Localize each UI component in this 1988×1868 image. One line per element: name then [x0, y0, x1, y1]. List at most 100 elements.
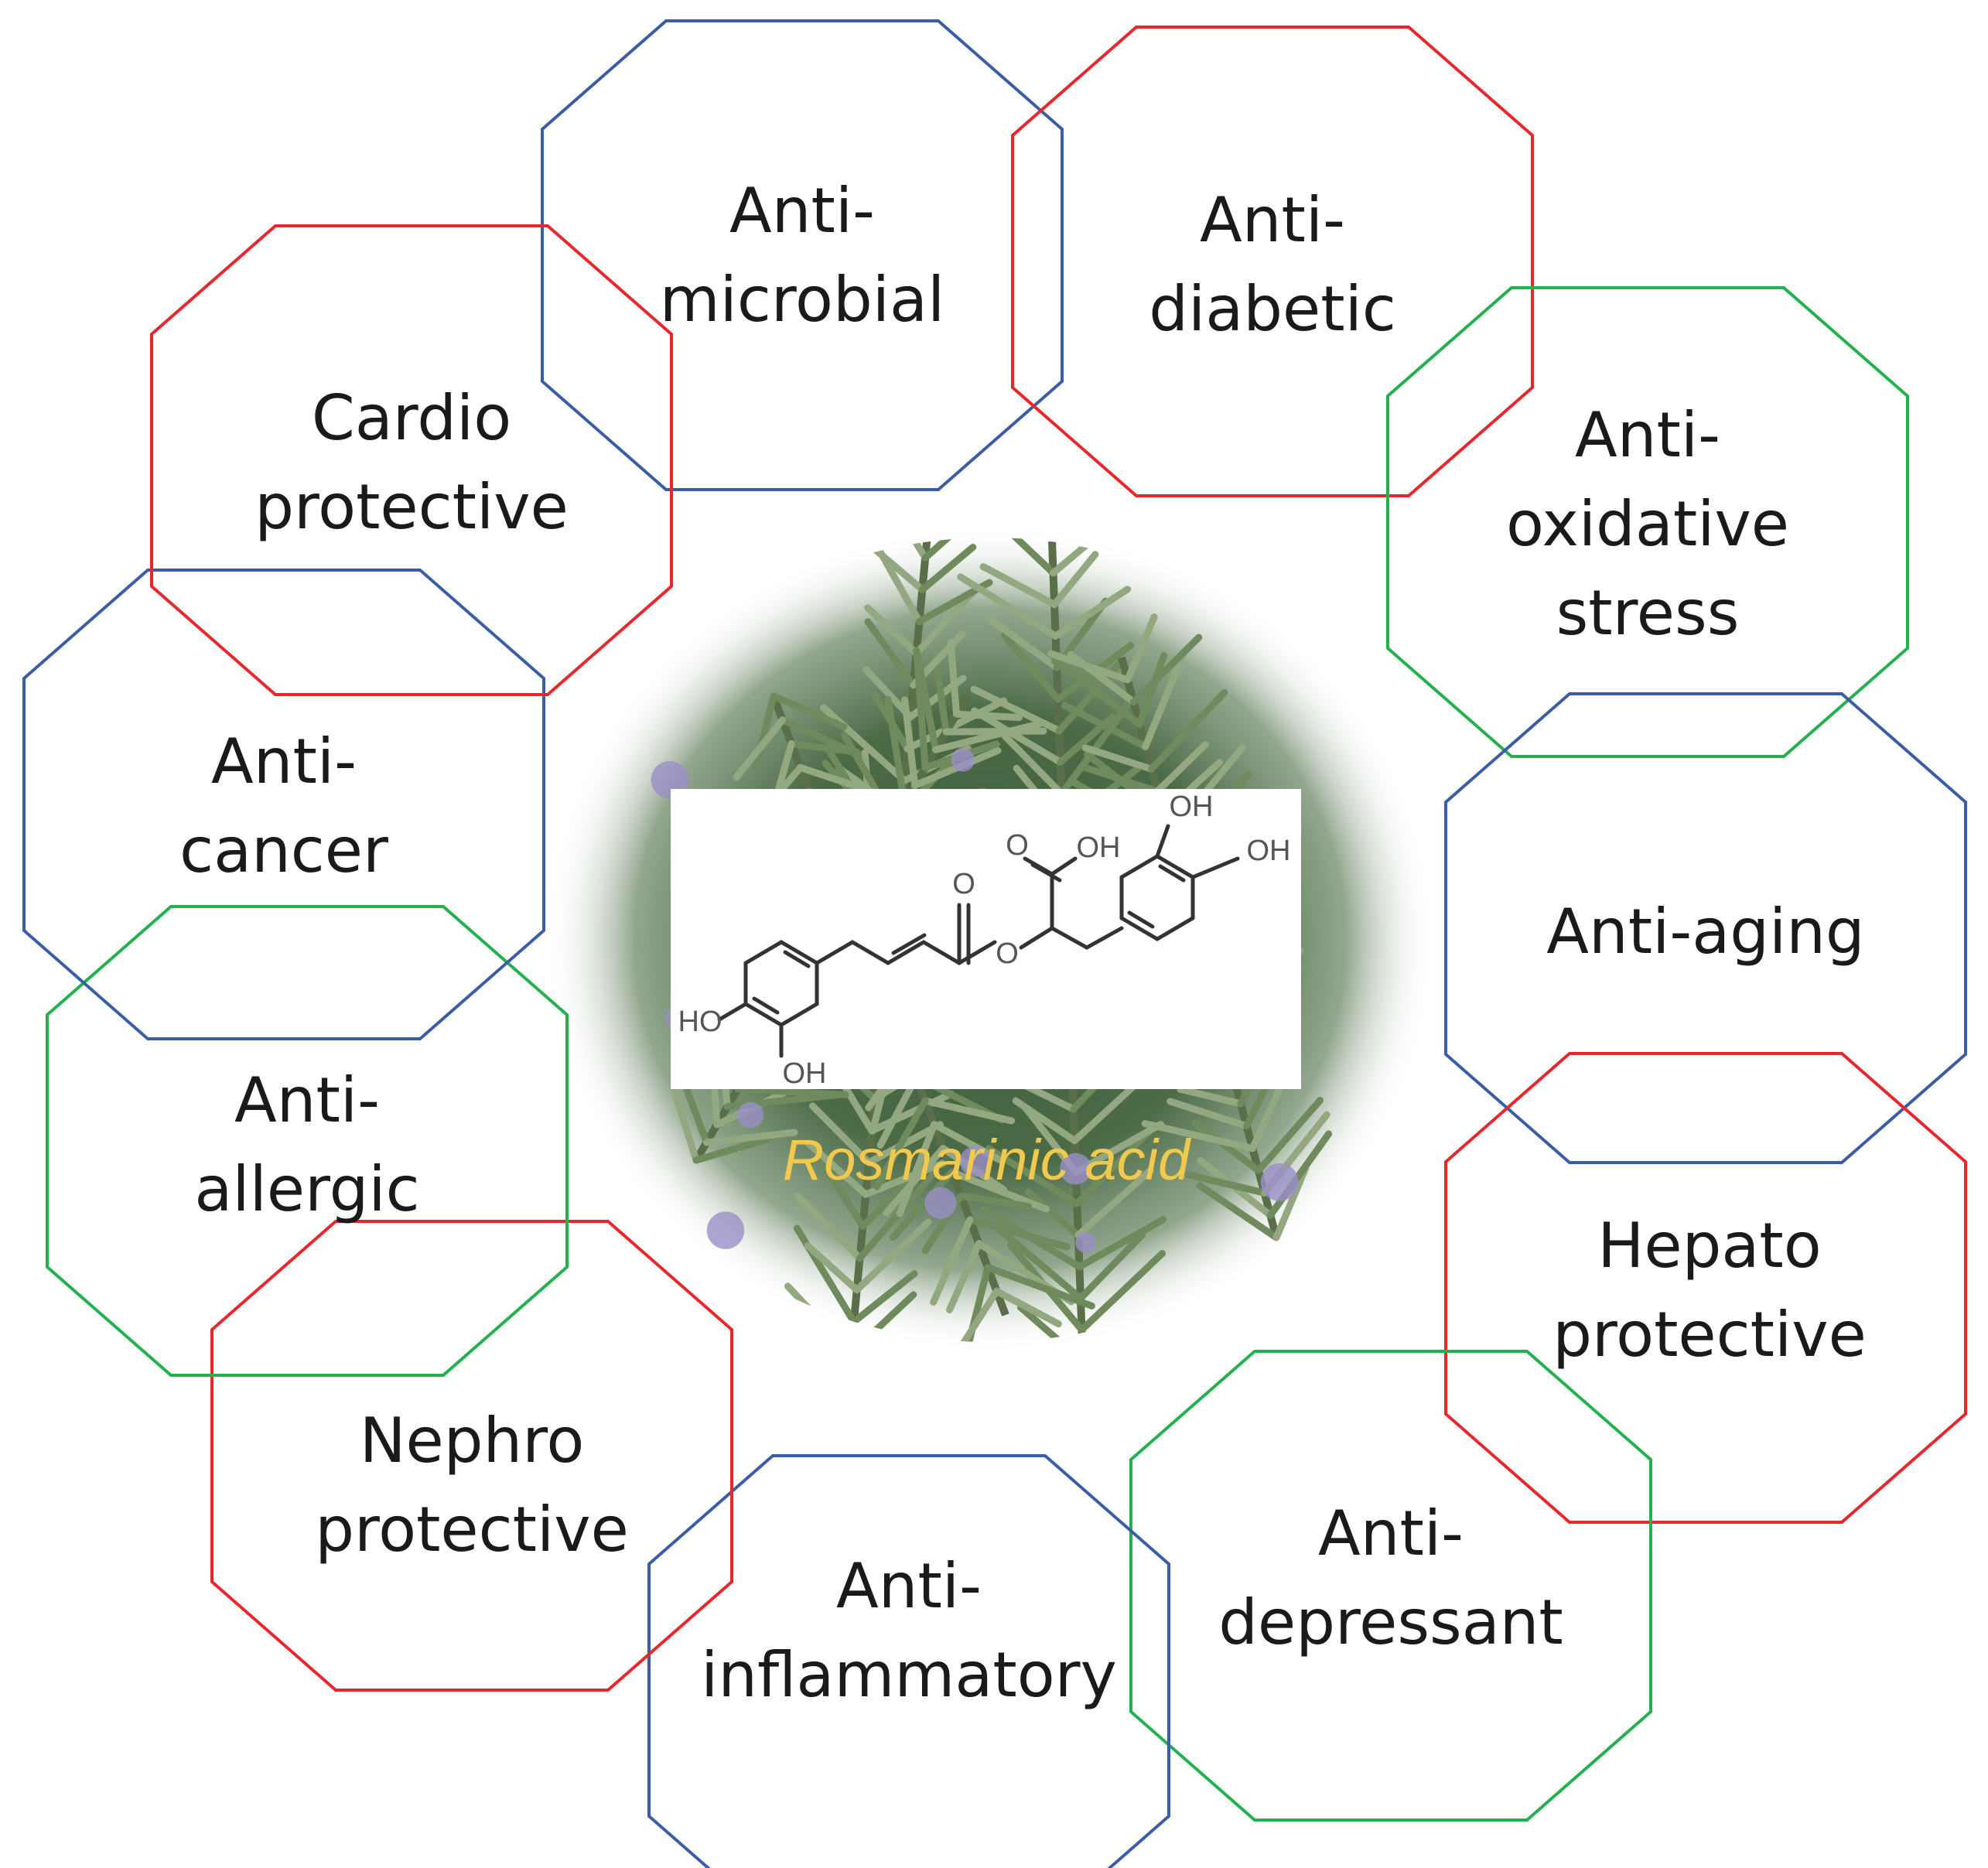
needle — [1081, 744, 1155, 773]
needle — [1077, 1231, 1146, 1302]
needle — [953, 710, 1023, 722]
flower — [706, 1211, 745, 1249]
flower — [737, 1101, 764, 1129]
octagon-anti-inflammatory — [647, 1454, 1170, 1868]
needle — [671, 1089, 700, 1164]
needle — [1184, 1171, 1269, 1197]
needle — [984, 1263, 1095, 1310]
needle — [1141, 1120, 1256, 1153]
needle — [947, 639, 961, 718]
needle — [966, 1216, 1071, 1251]
label-anti-oxidative-stress-line-1: Anti- — [1575, 399, 1720, 471]
carboxyl-o-label: O — [1006, 829, 1029, 862]
ester-link-o-label: O — [996, 937, 1019, 970]
flower — [951, 748, 975, 772]
needle — [887, 538, 929, 562]
needle — [809, 1102, 873, 1166]
needle — [971, 707, 1064, 766]
needle — [1142, 649, 1187, 750]
needle — [1012, 1097, 1078, 1145]
needle — [856, 1170, 938, 1262]
needle — [884, 695, 908, 807]
needle — [1196, 1182, 1280, 1241]
label-anti-depressant-line-2: depressant — [1218, 1586, 1563, 1658]
needle — [883, 1145, 947, 1217]
needle — [930, 1216, 974, 1306]
property-octagons: Anti-microbialAnti-diabeticAnti-oxidativ… — [22, 19, 1967, 1868]
needle — [1047, 650, 1132, 684]
ester-o-label: O — [952, 868, 975, 900]
needle — [820, 704, 908, 784]
needle — [957, 573, 1060, 640]
needle — [1255, 1097, 1324, 1174]
needle — [1081, 763, 1161, 795]
octagon-anti-diabetic — [1011, 26, 1534, 497]
needle — [1001, 732, 1065, 797]
needle — [1061, 702, 1149, 750]
octagon-anti-aging — [1444, 692, 1967, 1164]
needle — [864, 604, 921, 657]
needle — [794, 1192, 864, 1262]
label-cardio-protective-line-2: protective — [254, 471, 569, 543]
ho-left-label: HO — [678, 1006, 722, 1038]
label-anti-oxidative-stress-line-2: oxidative — [1506, 488, 1789, 560]
oh-right-label: OH — [1247, 835, 1291, 867]
octagon-anti-allergic — [46, 905, 569, 1377]
oh-top-label: OH — [1170, 791, 1214, 823]
needle — [1129, 633, 1203, 706]
node-anti-inflammatory: Anti-inflammatory — [647, 1454, 1170, 1868]
needle — [1071, 1083, 1136, 1145]
side-chain — [1019, 926, 1124, 950]
needle — [1147, 688, 1228, 773]
needle — [692, 1135, 772, 1164]
needle — [702, 1129, 798, 1146]
label-hepato-protective-line-1: Hepato — [1597, 1210, 1822, 1282]
needle — [985, 1145, 1081, 1207]
flower — [924, 1187, 957, 1219]
label-anti-microbial-line-1: Anti- — [729, 175, 875, 247]
needle — [890, 1168, 956, 1241]
needle — [1177, 1085, 1245, 1108]
needle — [896, 1121, 938, 1217]
needle — [966, 538, 1057, 577]
needle — [921, 1097, 1016, 1125]
compound-caption: Rosmarinic acid — [783, 1128, 1192, 1192]
label-anti-depressant-line-1: Anti- — [1318, 1497, 1464, 1569]
needle — [918, 543, 977, 593]
needle — [845, 538, 926, 593]
needle — [901, 696, 919, 789]
flower — [959, 1146, 991, 1177]
structure-panel — [671, 789, 1301, 1089]
needle — [979, 563, 1058, 609]
node-anti-cancer: Anti-cancer — [22, 569, 545, 1040]
needle — [913, 585, 980, 657]
needle — [945, 1240, 982, 1313]
needle — [1050, 551, 1099, 609]
needle — [986, 615, 1061, 671]
needle — [942, 727, 1047, 736]
node-anti-diabetic: Anti-diabetic — [1011, 26, 1534, 497]
needle — [948, 1168, 1050, 1213]
needle — [1001, 632, 1062, 703]
label-anti-diabetic-line-2: diabetic — [1149, 273, 1396, 345]
needle — [850, 1270, 918, 1326]
needle — [1017, 1303, 1087, 1342]
needle — [864, 618, 917, 689]
needle — [733, 716, 787, 781]
label-anti-allergic-line-1: Anti- — [234, 1064, 380, 1136]
flower — [1060, 1153, 1091, 1185]
octagon-nephro-protective — [210, 1220, 733, 1692]
node-anti-microbial: Anti-microbial — [541, 19, 1064, 491]
octagon-anti-microbial — [541, 19, 1064, 491]
needle — [931, 1121, 1004, 1164]
label-anti-allergic-line-2: allergic — [194, 1153, 419, 1225]
needle — [1191, 1119, 1262, 1174]
label-anti-inflammatory-line-1: Anti- — [836, 1550, 982, 1622]
needle — [1166, 1098, 1251, 1130]
needle — [1136, 652, 1168, 729]
